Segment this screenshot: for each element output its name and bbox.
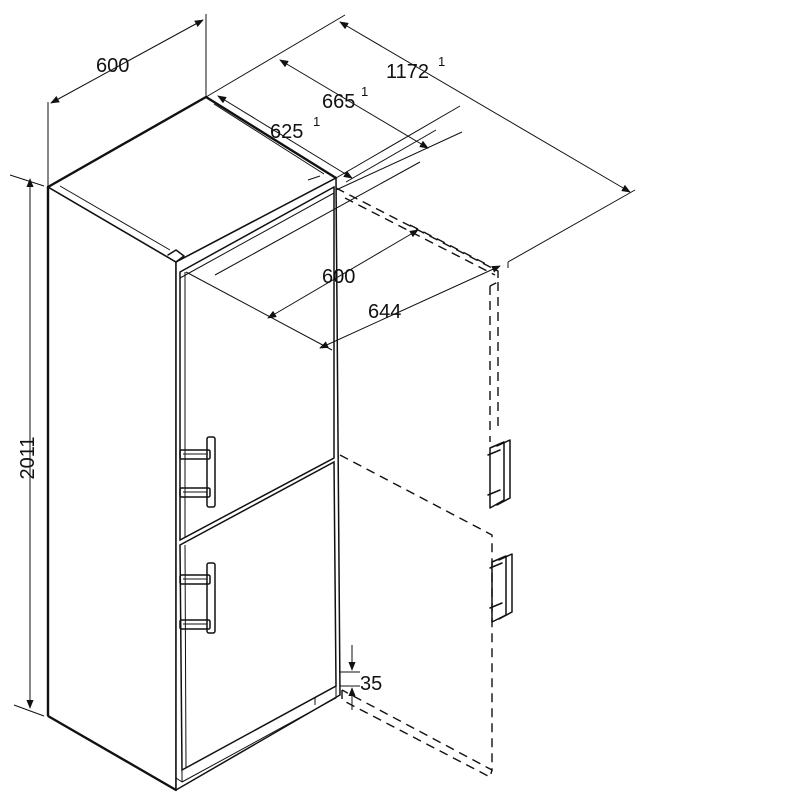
dim-depth-body: 625 1	[217, 95, 353, 179]
dim-plinth: 35	[340, 645, 382, 710]
dim-plinth-label: 35	[360, 673, 382, 695]
dim-width-label: 600	[96, 55, 129, 77]
dim-depth-body-note: 1	[313, 114, 320, 129]
dim-door-swing-depth-label: 644	[368, 301, 401, 323]
dim-door-width-label: 600	[322, 266, 355, 288]
dim-depth-with-handle-label: 665	[322, 91, 355, 113]
dim-height: 2011	[9, 174, 45, 717]
open-door-handle-upper	[487, 439, 511, 509]
upper-door-handle	[179, 436, 216, 508]
lower-door	[175, 460, 337, 783]
lower-door-handle	[179, 562, 216, 634]
dim-depth-body-label: 625	[270, 121, 303, 143]
dim-height-label: 2011	[17, 436, 39, 479]
dim-depth-overall-label: 1172	[386, 61, 429, 83]
open-door-handle-lower	[489, 553, 513, 623]
dim-depth-with-handle-note: 1	[361, 84, 368, 99]
dim-depth-overall: 1172 1	[339, 21, 631, 193]
dim-door-swing-depth: 644	[319, 265, 501, 349]
dim-width: 600	[47, 14, 207, 187]
dim-door-swing-extension-lines	[185, 131, 509, 351]
dim-depth-overall-note: 1	[438, 54, 445, 69]
